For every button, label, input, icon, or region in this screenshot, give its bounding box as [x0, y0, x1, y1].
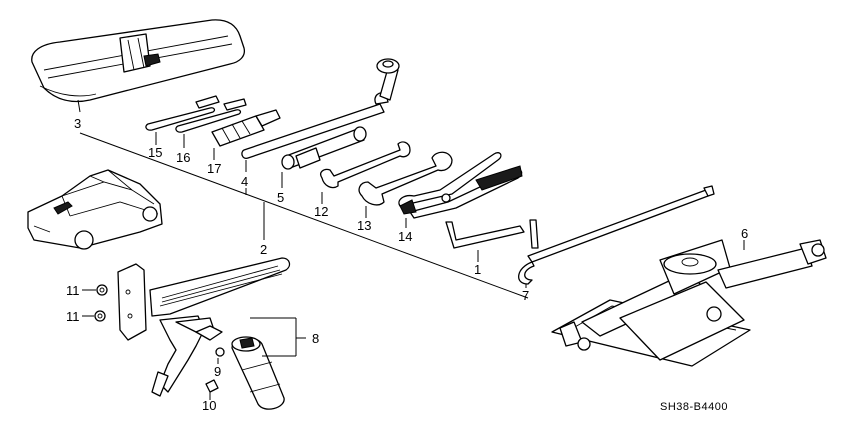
screwdriver-16 [175, 98, 247, 148]
callout-1: 1 [474, 262, 481, 277]
callout-15: 15 [148, 145, 162, 160]
callout-6: 6 [741, 226, 748, 241]
screwdriver-15 [145, 95, 220, 145]
callout-4: 4 [241, 174, 248, 189]
spray-can-8 [195, 317, 306, 410]
callout-2: 2 [260, 242, 267, 257]
callout-10: 10 [202, 398, 216, 413]
callout-17: 17 [207, 161, 221, 176]
callout-3: 3 [74, 116, 81, 131]
callout-8: 8 [312, 331, 319, 346]
scissor-jack-6 [551, 239, 827, 367]
bolt-10 [205, 379, 219, 400]
jack-handle-bar-7 [518, 185, 715, 288]
callout-5: 5 [277, 190, 284, 205]
diagram-code: SH38-B4400 [660, 401, 728, 413]
group-leader-line [79, 132, 529, 299]
callout-11-lower: 11 [66, 309, 80, 324]
wheel-nut-wrench-4 [241, 58, 400, 172]
open-end-wrench-12 [320, 141, 411, 204]
pliers-14 [398, 152, 523, 228]
callout-7: 7 [522, 288, 529, 303]
bolt-11-lower [82, 310, 106, 322]
callout-12: 12 [314, 204, 328, 219]
bolt-11-upper [82, 284, 108, 296]
callout-14: 14 [398, 229, 412, 244]
screwdriver-handle-17 [211, 109, 281, 160]
car-illustration [27, 169, 163, 250]
jack-handle-1 [445, 219, 539, 262]
mounting-bracket [117, 257, 291, 397]
open-end-wrench-13 [358, 151, 453, 218]
callout-13: 13 [357, 218, 371, 233]
socket-wrench-5 [281, 126, 367, 188]
callout-11-upper: 11 [66, 283, 80, 298]
callout-16: 16 [176, 150, 190, 165]
callout-9: 9 [214, 364, 221, 379]
bolt-9 [215, 347, 225, 364]
tool-bag [31, 19, 246, 113]
